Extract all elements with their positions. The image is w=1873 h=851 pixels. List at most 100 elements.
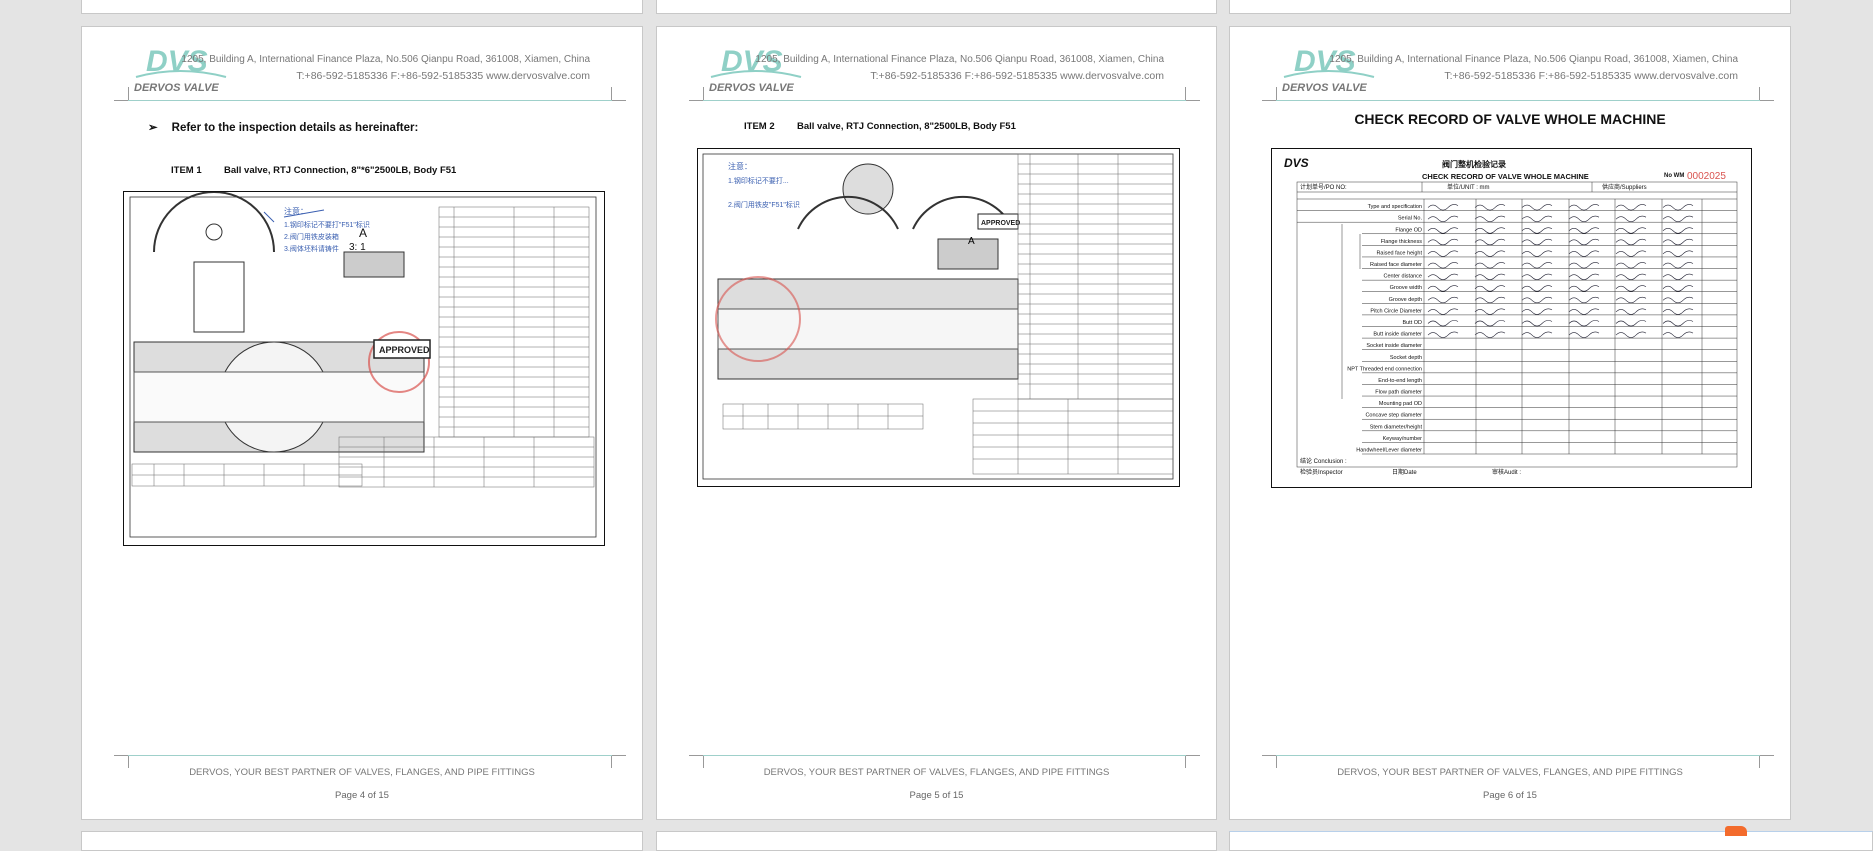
record-row-label: Groove depth [1389,297,1422,303]
record-row-label: Raised face height [1376,250,1422,256]
record-row-label: Socket depth [1390,355,1422,361]
previous-page-strip [656,0,1217,14]
record-row-label: Butt OD [1402,320,1422,326]
record-number: 0002025 [1687,171,1726,182]
page-number: Page 5 of 15 [909,790,964,801]
record-row-label: Flange thickness [1381,239,1423,245]
handwritten-value [1521,296,1553,304]
handwritten-value [1521,273,1553,280]
record-row-label: Butt inside diameter [1373,332,1422,338]
handwritten-value [1662,227,1694,234]
svg-text:A: A [968,236,975,247]
footer-divider [1276,755,1760,756]
handwritten-value [1615,215,1647,222]
record-row-label: Socket inside diameter [1366,343,1422,349]
company-contact: T:+86-592-5185336 F:+86-592-5185335 www.… [1444,70,1738,82]
handwritten-value [1615,285,1647,292]
handwritten-value [1427,227,1459,234]
handwritten-value [1568,262,1600,269]
handwritten-value [1521,331,1553,338]
handwritten-value [1662,273,1694,280]
next-page-strip [656,831,1217,851]
handwritten-value [1521,204,1553,211]
record-row-label: Raised face diameter [1370,262,1422,268]
po-label: 计划单号/PO NO: [1300,183,1347,191]
approved-stamp: APPROVED [981,220,1020,227]
handwritten-value [1474,308,1506,315]
conclusion-label: 结论 Conclusion : [1300,457,1347,465]
record-row-label: Stem diameter/height [1370,424,1423,430]
svg-text:3.阀体坯料请铸件: 3.阀体坯料请铸件 [284,244,339,253]
svg-text:注意：: 注意： [284,206,308,216]
handwritten-value [1427,204,1459,211]
record-row-label: Groove width [1390,285,1422,291]
corner-mark [128,87,129,100]
record-row-label: Handwheel/Lever diameter [1356,448,1422,454]
document-page-4: DVS DERVOS VALVE 1205, Building A, Inter… [81,26,643,820]
handwritten-value [1427,308,1459,315]
handwritten-value [1474,331,1506,338]
item-description: Ball valve, RTJ Connection, 8"*6"2500LB,… [224,165,457,176]
next-page-strip [81,831,643,851]
handwritten-value [1427,320,1459,327]
section-heading: ➢Refer to the inspection details as here… [148,120,418,134]
handwritten-value [1568,250,1600,257]
handwritten-value [1615,273,1647,280]
footer-slogan: DERVOS, YOUR BEST PARTNER OF VALVES, FLA… [1337,767,1683,778]
record-title-cn: 阀门整机检验记录 [1442,159,1506,169]
svg-text:注意：: 注意： [728,161,752,171]
handwritten-value [1568,331,1600,338]
handwritten-value [1568,215,1600,222]
svg-text:A: A [359,226,367,240]
company-contact: T:+86-592-5185336 F:+86-592-5185335 www.… [870,70,1164,82]
footer-divider [128,755,612,756]
handwritten-value [1427,262,1459,269]
svg-text:2.阀门用铁皮"F51"标识: 2.阀门用铁皮"F51"标识 [728,200,800,209]
svg-text:DERVOS VALVE: DERVOS VALVE [1282,82,1367,94]
handwritten-value [1568,296,1600,304]
record-row-label: Pitch Circle Diameter [1370,308,1422,314]
record-row-label: Flange OD [1395,227,1422,233]
item-number: ITEM 1 [171,165,202,176]
svg-text:1.钢印标记不要打...: 1.钢印标记不要打... [728,176,789,185]
document-page-5: DVS DERVOS VALVE 1205, Building A, Inter… [656,26,1217,820]
handwritten-value [1521,262,1553,269]
handwritten-value [1521,227,1553,234]
handwritten-value [1474,227,1506,234]
orange-marker-icon [1725,826,1747,836]
dervos-logo: DVS DERVOS VALVE [1282,45,1375,94]
handwritten-value [1615,320,1647,327]
handwritten-value [1521,238,1553,246]
company-address: 1205, Building A, International Finance … [1329,54,1738,65]
handwritten-value [1427,273,1459,280]
svg-text:DERVOS VALVE: DERVOS VALVE [709,82,794,94]
handwritten-value [1615,262,1647,269]
handwritten-value [1474,296,1506,304]
record-row-label: End-to-end length [1378,378,1422,384]
svg-text:DERVOS VALVE: DERVOS VALVE [134,82,219,94]
header-divider [128,100,612,101]
handwritten-value [1662,285,1694,292]
company-contact: T:+86-592-5185336 F:+86-592-5185335 www.… [296,70,590,82]
handwritten-value [1568,227,1600,234]
svg-text:DVS: DVS [1284,156,1309,170]
page-number: Page 4 of 15 [335,790,389,801]
svg-text:2.阀门用铁皮装箱: 2.阀门用铁皮装箱 [284,232,339,241]
handwritten-value [1427,285,1459,292]
valve-drawing-image: 注意： 1.钢印标记不要打"F51"标识 2.阀门用铁皮装箱 3.阀体坯料请铸件… [123,191,605,546]
handwritten-value [1662,204,1694,211]
handwritten-value [1615,238,1647,246]
handwritten-value [1521,250,1553,257]
header-divider [1276,100,1760,101]
handwritten-value [1662,296,1694,304]
page-number: Page 6 of 15 [1483,790,1537,801]
handwritten-value [1474,215,1506,222]
previous-page-strip [1229,0,1791,14]
handwritten-value [1521,215,1553,222]
record-row-label: NPT Threaded end connection [1347,366,1422,372]
svg-text:1.钢印标记不要打"F51"标识: 1.钢印标记不要打"F51"标识 [284,220,370,229]
record-row-label: Concave step diameter [1365,413,1422,419]
handwritten-value [1427,296,1459,304]
document-page-6: DVS DERVOS VALVE 1205, Building A, Inter… [1229,26,1791,820]
